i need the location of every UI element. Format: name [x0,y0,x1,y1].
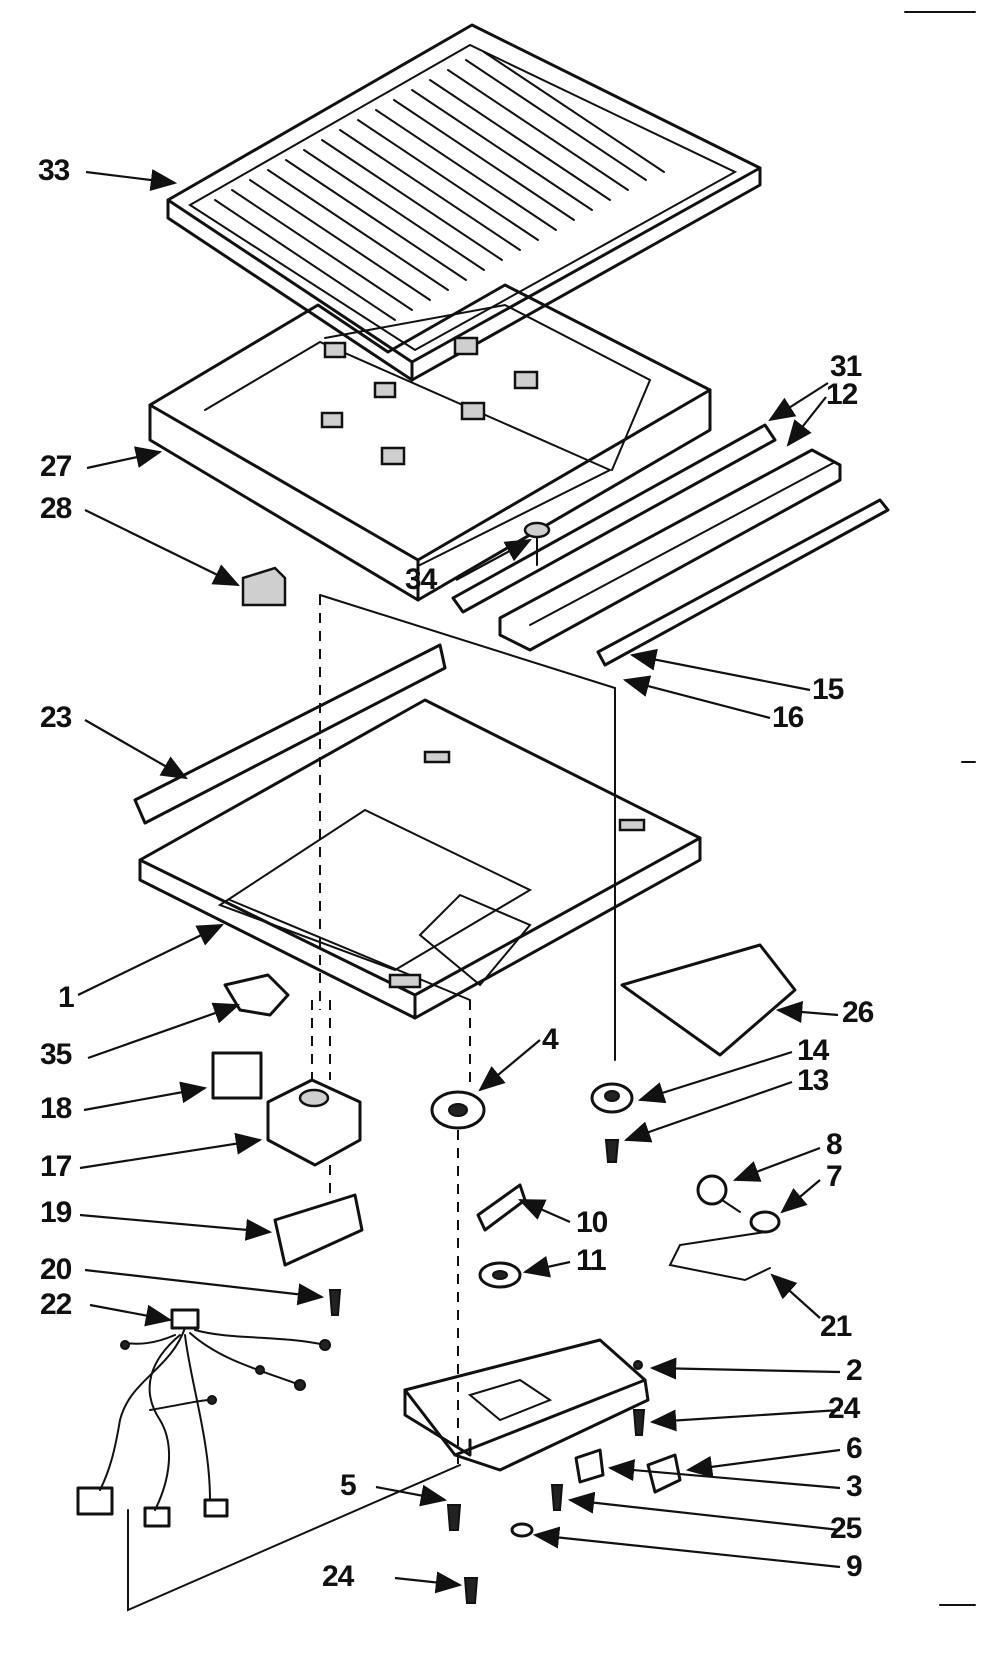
part-28-block [241,566,287,607]
part-24-screw [632,1409,646,1436]
part-10-switch [476,1183,527,1232]
callout-31: 31 [830,350,862,383]
part-5-screw [446,1504,462,1531]
harness-bracket-line [127,1464,461,1612]
part-17-housing [266,1078,362,1167]
part-22-harness [76,1308,331,1528]
callout-14: 14 [797,1034,829,1067]
callout-35: 35 [40,1038,72,1071]
callout-33: 33 [38,154,70,187]
part-27-frame [148,283,712,602]
callout-12: 12 [826,378,858,411]
callout-3: 3 [846,1470,863,1503]
callout-27: 27 [40,450,72,483]
callout-13: 13 [797,1064,829,1097]
callout-24-right: 24 [828,1392,860,1425]
part-16-wire [319,594,616,1061]
part-4-fitting [430,1090,486,1130]
callout-11: 11 [576,1244,607,1277]
part-14-grommet [590,1082,634,1114]
callout-23: 23 [40,701,72,734]
part-11-washer [478,1261,522,1289]
callout-34: 34 [405,563,437,596]
part-20-screw [328,1289,342,1316]
part-6-plug [646,1453,682,1494]
callout-10: 10 [576,1206,608,1239]
callout-28: 28 [40,492,72,525]
callout-2: 2 [846,1354,863,1387]
part-19-bracket [273,1165,364,1267]
part-24b-screw [463,1577,479,1604]
callout-5: 5 [340,1469,357,1502]
part-18-knob [211,1051,263,1100]
callout-24-bottom: 24 [322,1560,354,1593]
part-3-connector [574,1448,605,1484]
leader-lines [77,169,841,1594]
callout-7: 7 [826,1160,843,1193]
part-21-wire [668,1231,771,1282]
part-2-tray [403,1338,650,1472]
callout-26: 26 [842,996,874,1029]
part-9-washer [510,1522,534,1538]
part-7-socket [749,1210,781,1234]
callout-6: 6 [846,1432,863,1465]
callout-16: 16 [772,701,804,734]
callout-19: 19 [40,1196,72,1229]
callout-25: 25 [830,1512,862,1545]
callout-18: 18 [40,1092,72,1125]
part-34-screw [523,521,551,566]
callout-1: 1 [58,981,75,1014]
callout-17: 17 [40,1150,72,1183]
part-35-clip [223,973,290,1017]
callout-8: 8 [826,1128,843,1161]
callout-20: 20 [40,1253,72,1286]
part-8-bulb [696,1174,741,1213]
part-15-rail [596,498,890,667]
callout-21: 21 [820,1310,852,1343]
part-23-main-pan [133,643,702,1020]
part-31-rail [451,423,777,614]
part-25-screw [550,1484,564,1511]
part-33-cover [166,23,762,382]
callout-9: 9 [846,1550,863,1583]
part-12-channel [498,448,842,652]
callout-4: 4 [542,1023,559,1056]
part-2-point [633,1360,643,1370]
callout-22: 22 [40,1288,72,1321]
part-13-screw [604,1139,620,1163]
callout-15: 15 [812,673,844,706]
part-26-duct [620,943,797,1057]
